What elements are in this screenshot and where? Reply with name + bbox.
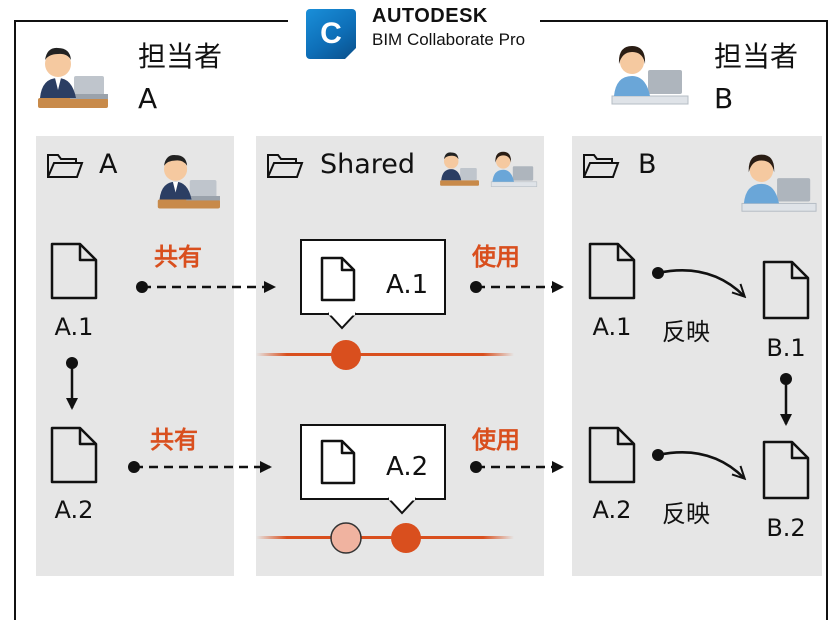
share-label-1: 共有 bbox=[154, 243, 202, 271]
file-label-b-input-2: A.2 bbox=[592, 496, 632, 524]
shared-file-label-2: A.2 bbox=[386, 452, 429, 482]
use-arrow-2 bbox=[470, 461, 564, 473]
share-label-2: 共有 bbox=[150, 426, 198, 454]
folder-b-label: B bbox=[638, 149, 657, 180]
document-icon bbox=[762, 260, 810, 320]
file-label-b1: B.1 bbox=[766, 334, 806, 362]
person-b-name: B bbox=[714, 82, 734, 115]
product-name: BIM Collaborate Pro bbox=[372, 30, 526, 49]
share-arrow-1 bbox=[136, 281, 276, 293]
folder-a-label: A bbox=[99, 149, 118, 180]
use-arrow-1 bbox=[470, 281, 564, 293]
folder-icon bbox=[47, 154, 84, 178]
person-a-avatar-icon bbox=[34, 40, 110, 116]
current-version-marker bbox=[391, 523, 421, 553]
folder-shared-label: Shared bbox=[320, 149, 416, 180]
person-b-avatar-icon bbox=[610, 40, 690, 110]
autodesk-construction-logo-icon: C bbox=[306, 9, 356, 59]
file-label-a2: A.2 bbox=[54, 496, 94, 524]
bubble-tail-1 bbox=[327, 312, 357, 330]
file-label-b2: B.2 bbox=[766, 514, 806, 542]
document-icon bbox=[588, 242, 636, 300]
folder-icon bbox=[583, 154, 620, 178]
share-arrow-2 bbox=[128, 461, 272, 473]
version-arrow-b bbox=[780, 373, 792, 426]
use-label-2: 使用 bbox=[472, 426, 520, 454]
file-label-b-input-1: A.1 bbox=[592, 313, 632, 341]
diagram-graphics bbox=[50, 242, 810, 554]
document-icon bbox=[320, 439, 356, 485]
shared-version-bubble-1 bbox=[300, 239, 446, 315]
previous-version-marker bbox=[330, 522, 362, 554]
file-label-a1: A.1 bbox=[54, 313, 94, 341]
shared-member-a-icon bbox=[436, 148, 482, 192]
document-icon bbox=[588, 426, 636, 484]
reflect-label-1: 反映 bbox=[662, 318, 710, 346]
brand-name: AUTODESK bbox=[372, 5, 488, 27]
shared-member-b-icon bbox=[490, 148, 538, 192]
shared-file-label-1: A.1 bbox=[386, 270, 429, 300]
person-a-name: A bbox=[138, 82, 158, 115]
version-timeline-2 bbox=[256, 522, 514, 554]
reflect-label-2: 反映 bbox=[662, 500, 710, 528]
document-icon bbox=[320, 256, 356, 302]
current-version-marker bbox=[331, 340, 361, 370]
folder-panel-a bbox=[36, 136, 234, 576]
bubble-tail-2 bbox=[387, 497, 417, 515]
folder-a-owner-icon bbox=[152, 148, 224, 216]
shared-version-bubble-2 bbox=[300, 424, 446, 500]
reflect-arrow-2 bbox=[652, 449, 744, 478]
folder-icon bbox=[267, 154, 304, 178]
person-b-title: 担当者 bbox=[714, 40, 799, 73]
version-timeline-1 bbox=[256, 340, 514, 370]
document-icon bbox=[50, 426, 98, 484]
use-label-1: 使用 bbox=[472, 243, 520, 271]
folder-b-owner-icon bbox=[740, 148, 818, 218]
document-icon bbox=[50, 242, 98, 300]
person-a-title: 担当者 bbox=[138, 40, 223, 73]
document-icon bbox=[762, 440, 810, 500]
reflect-arrow-1 bbox=[652, 267, 744, 296]
version-arrow-a bbox=[66, 357, 78, 410]
